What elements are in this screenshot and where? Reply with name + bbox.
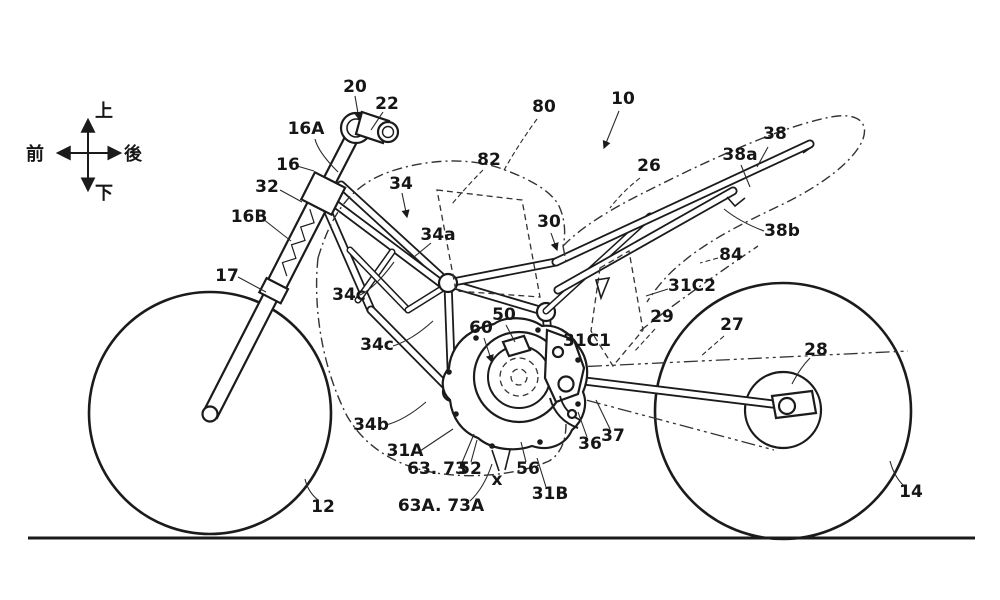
- ref-label-34a: 34a: [420, 225, 455, 245]
- compass-front-label: 前: [26, 143, 44, 165]
- swingarm: [560, 378, 816, 418]
- ref-label-27: 27: [720, 315, 744, 335]
- ref-label-29: 29: [650, 307, 674, 327]
- ref-label-34: 34: [389, 174, 413, 194]
- ref-label-30: 30: [537, 212, 561, 232]
- compass-up-label: 上: [95, 101, 113, 122]
- ref-label-60: 60: [469, 318, 493, 338]
- ref-label-34b: 34b: [353, 415, 389, 435]
- tail-outline: [563, 116, 865, 302]
- ref-label-x-mark: x: [492, 470, 503, 490]
- ref-label-84: 84: [719, 245, 743, 265]
- rear-axle: [779, 398, 795, 414]
- ref-label-38b: 38b: [764, 221, 800, 241]
- reference-labels: 20 22 16A 16 32 16B 34 34a 34c 34c 34b 1…: [215, 77, 923, 517]
- ref-label-12: 12: [311, 497, 335, 517]
- ref-label-80: 80: [532, 97, 556, 117]
- front-axle: [203, 407, 218, 422]
- ref-label-34c-upper: 34c: [332, 285, 366, 305]
- ref-label-16A: 16A: [288, 119, 326, 139]
- ref-label-26: 26: [637, 156, 661, 176]
- compass-down-label: 下: [95, 183, 113, 204]
- fork-slider: [204, 288, 280, 418]
- ref-label-38a: 38a: [722, 145, 757, 165]
- ref-label-17: 17: [215, 266, 239, 286]
- ref-label-16B: 16B: [231, 207, 268, 227]
- ref-label-16: 16: [276, 155, 300, 175]
- ref-label-22: 22: [375, 94, 399, 114]
- ref-label-32: 32: [255, 177, 279, 197]
- ref-label-14: 14: [899, 482, 923, 502]
- ref-label-52: 52: [458, 459, 482, 479]
- ref-label-34c-lower: 34c: [360, 335, 394, 355]
- ref-label-82: 82: [477, 150, 501, 170]
- ref-label-36: 36: [578, 434, 602, 454]
- frame-node: [439, 274, 457, 292]
- upper-chain-line: [556, 351, 908, 368]
- ref-label-63A-73A: 63A. 73A: [398, 496, 485, 516]
- ref-label-10: 10: [611, 89, 635, 109]
- direction-compass: 上 下 前 後: [26, 101, 143, 204]
- ref-label-31B: 31B: [532, 484, 569, 504]
- ref-label-31C2: 31C2: [668, 276, 716, 296]
- ref-label-28: 28: [804, 340, 828, 360]
- ref-label-20: 20: [343, 77, 367, 97]
- ref-label-31C1: 31C1: [563, 331, 611, 351]
- ref-label-50: 50: [492, 305, 516, 325]
- ref-label-31A: 31A: [387, 441, 425, 461]
- ref-label-37: 37: [601, 426, 625, 446]
- compass-rear-label: 後: [124, 143, 143, 165]
- ref-label-56: 56: [516, 459, 540, 479]
- ref-label-38: 38: [763, 124, 787, 144]
